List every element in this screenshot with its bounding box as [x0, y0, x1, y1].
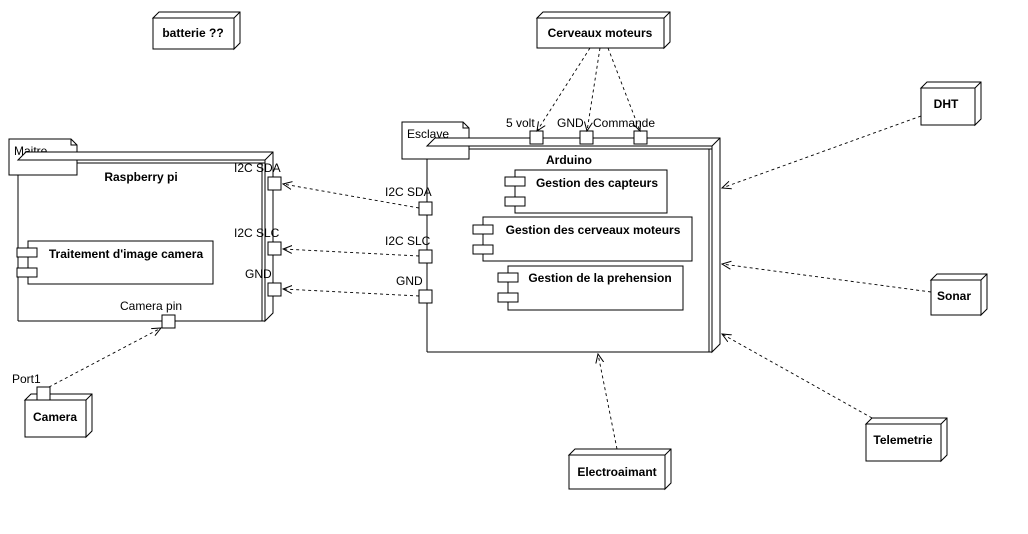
camera-port-label: Port1 [12, 372, 41, 386]
link-sda [283, 184, 420, 209]
link-gnd [283, 289, 420, 297]
esclave-port-slc-label: I2C SLC [385, 234, 431, 248]
package-esclave[interactable]: Esclave Arduino [401, 121, 721, 354]
package-maitre[interactable]: Maitre Raspberry pi [8, 138, 274, 323]
link-dht [722, 115, 922, 188]
maitre-port-sda-label: I2C SDA [234, 161, 281, 175]
maitre-port-slc-label: I2C SLC [234, 226, 280, 240]
maitre-port-sda[interactable] [267, 176, 282, 191]
maitre-port-gnd-label: GND [245, 267, 272, 281]
node-sonar-label: Sonar [937, 289, 971, 303]
node-electroaimant-label: Electroaimant [577, 465, 656, 479]
node-batterie-label: batterie ?? [162, 26, 223, 40]
node-telemetrie[interactable]: Telemetrie [864, 417, 948, 463]
maitre-port-camera-pin[interactable] [161, 314, 176, 329]
link-telemetrie [722, 334, 873, 419]
node-cerveaux-moteurs[interactable]: Cerveaux moteurs [535, 11, 671, 50]
link-sonar [722, 264, 932, 293]
esclave-port-gnd-top-label: GND [557, 116, 584, 130]
component-gestion-prehension-label: Gestion de la prehension [528, 271, 671, 285]
link-cerveaux-5volt [537, 47, 591, 131]
package-esclave-title: Arduino [546, 153, 592, 167]
esclave-port-sda-label: I2C SDA [385, 185, 432, 199]
esclave-port-commande-label: Commande [593, 116, 655, 130]
node-camera-label: Camera [33, 410, 77, 424]
link-cerveaux-commande [607, 47, 640, 131]
node-sonar[interactable]: Sonar [929, 273, 988, 317]
node-camera[interactable]: Camera [23, 393, 93, 439]
component-gestion-capteurs[interactable]: Gestion des capteurs [504, 169, 668, 214]
link-slc [283, 249, 420, 257]
node-dht-label: DHT [934, 97, 959, 111]
esclave-port-slc[interactable] [418, 249, 433, 264]
link-electroaimant [598, 354, 618, 450]
esclave-port-gnd-label: GND [396, 274, 423, 288]
node-electroaimant[interactable]: Electroaimant [567, 448, 672, 491]
node-batterie[interactable]: batterie ?? [151, 11, 241, 51]
component-traitement-image-label: Traitement d'image camera [49, 247, 204, 261]
link-camera [48, 328, 161, 388]
node-dht[interactable]: DHT [919, 81, 982, 127]
camera-port[interactable] [36, 386, 51, 401]
esclave-port-5volt[interactable] [529, 130, 544, 145]
node-cerveaux-moteurs-label: Cerveaux moteurs [548, 26, 653, 40]
component-gestion-cerveaux-label: Gestion des cerveaux moteurs [506, 223, 681, 237]
component-gestion-capteurs-label: Gestion des capteurs [536, 176, 658, 190]
package-maitre-title: Raspberry pi [104, 170, 177, 184]
esclave-port-gnd-top[interactable] [579, 130, 594, 145]
esclave-port-gnd[interactable] [418, 289, 433, 304]
component-gestion-cerveaux[interactable]: Gestion des cerveaux moteurs [472, 216, 693, 262]
esclave-port-sda[interactable] [418, 201, 433, 216]
link-cerveaux-gnd [587, 47, 601, 131]
esclave-port-5volt-label: 5 volt [506, 116, 535, 130]
maitre-port-slc[interactable] [267, 241, 282, 256]
component-gestion-prehension[interactable]: Gestion de la prehension [497, 265, 684, 311]
maitre-port-camera-pin-label: Camera pin [120, 299, 182, 313]
node-telemetrie-label: Telemetrie [873, 433, 932, 447]
esclave-port-commande[interactable] [633, 130, 648, 145]
maitre-port-gnd[interactable] [267, 282, 282, 297]
component-traitement-image[interactable]: Traitement d'image camera [16, 240, 214, 285]
